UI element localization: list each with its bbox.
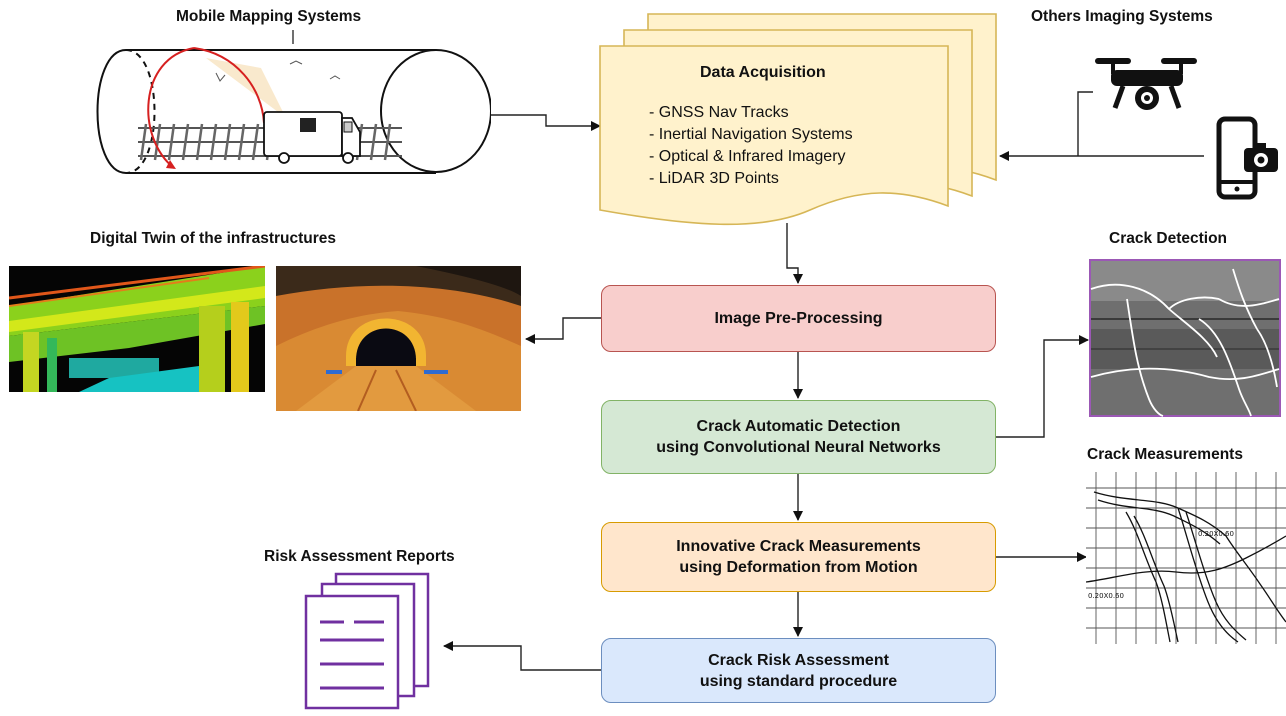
- risk-reports-label: Risk Assessment Reports: [264, 548, 455, 565]
- drone-icon: [1095, 58, 1197, 110]
- arrow-drone-line: [1077, 91, 1093, 156]
- list-item: - LiDAR 3D Points: [649, 170, 779, 187]
- arrow-acquisition-to-preprocessing: [786, 223, 803, 284]
- list-item: - GNSS Nav Tracks: [649, 104, 789, 121]
- box-line: using standard procedure: [699, 672, 898, 690]
- data-acquisition-shape: [599, 13, 997, 226]
- crack-measurements-label: Crack Measurements: [1087, 446, 1243, 463]
- others-imaging-label: Others Imaging Systems: [1031, 8, 1213, 25]
- tunnel-pointcloud-image: [276, 266, 521, 411]
- reports-documents-icon: [304, 572, 430, 710]
- mobile-mapping-label: Mobile Mapping Systems: [176, 8, 362, 25]
- measurement-value: 0.20X0.60: [1088, 592, 1124, 600]
- bridge-pointcloud-image: [9, 266, 265, 392]
- box-line: Image Pre-Processing: [714, 310, 883, 327]
- box-line: Innovative Crack Measurements: [676, 538, 921, 555]
- list-item: - Inertial Navigation Systems: [649, 126, 853, 143]
- box-line: Crack Risk Assessment: [708, 651, 889, 669]
- crack-detection-label: Crack Detection: [1109, 230, 1228, 247]
- crack-detection-image: [1089, 259, 1281, 417]
- measurement-value: 0.20X0.60: [1198, 530, 1234, 538]
- list-item: - Optical & Infrared Imagery: [649, 148, 846, 165]
- box-line: using Convolutional Neural Networks: [656, 439, 941, 456]
- box-line: using Deformation from Motion: [679, 559, 918, 576]
- arrow-risk-to-reports: [443, 641, 601, 671]
- crack-risk-assessment-box: Crack Risk Assessment using standard pro…: [601, 638, 996, 703]
- arrow-detection-to-crackdetection: [996, 335, 1089, 438]
- data-acquisition-title: Data Acquisition: [700, 64, 826, 81]
- smartphone-camera-icon: [1216, 116, 1278, 200]
- crack-automatic-detection-box: Crack Automatic Detection using Convolut…: [601, 400, 996, 474]
- image-preprocessing-box: Image Pre-Processing: [601, 285, 996, 352]
- box-line: Crack Automatic Detection: [696, 418, 901, 435]
- tunnel-illustration: [96, 30, 491, 174]
- arrow-mms-to-acquisition: [488, 114, 601, 131]
- digital-twin-label: Digital Twin of the infrastructures: [90, 230, 337, 247]
- crack-measurements-sheet: 0.20X0.60 0.20X0.60: [1086, 472, 1286, 644]
- arrow-preprocessing-to-digitaltwin: [525, 317, 601, 344]
- data-acquisition-list: - GNSS Nav Tracks - Inertial Navigation …: [649, 102, 853, 190]
- crack-measurements-box: Innovative Crack Measurements using Defo…: [601, 522, 996, 592]
